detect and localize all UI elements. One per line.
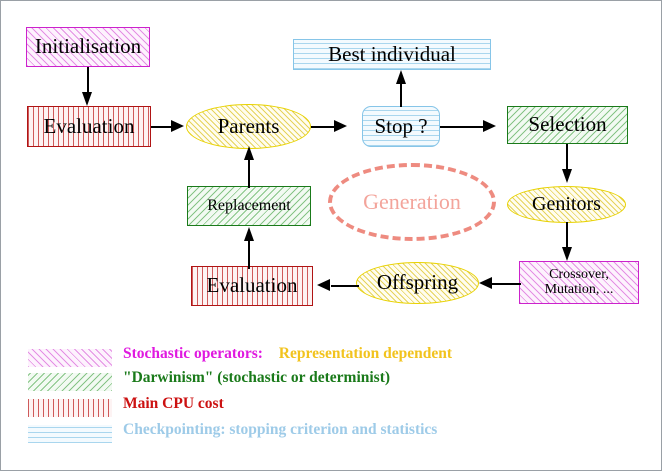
edge-replacement-to-parents-line <box>248 158 250 188</box>
edge-genitors-to-crossover-arrow <box>562 247 572 261</box>
edge-eval-to-replacement-arrow <box>244 227 254 241</box>
legend-label-checkpointing: Checkpointing: stopping criterion and st… <box>123 421 438 438</box>
node-stop-label: Stop ? <box>374 113 428 138</box>
node-best-individual[interactable]: Best individual <box>293 39 491 70</box>
edge-init-to-eval-line <box>87 67 89 94</box>
node-initialisation[interactable]: Initialisation <box>26 27 150 67</box>
edge-eval-to-replacement-line <box>248 239 250 269</box>
node-crossover-line1: Crossover, <box>549 267 609 283</box>
node-best-individual-label: Best individual <box>328 41 456 66</box>
node-genitors-label: Genitors <box>532 193 601 216</box>
node-evaluation-bottom-label: Evaluation <box>206 273 298 298</box>
edge-crossover-to-offspring-line <box>491 283 521 285</box>
edge-genitors-to-crossover-line <box>566 222 568 250</box>
legend-label-main-cpu-cost: Main CPU cost <box>123 395 224 412</box>
edge-replacement-to-parents-arrow <box>244 146 254 160</box>
edge-stop-to-best-line <box>400 83 402 107</box>
node-parents[interactable]: Parents <box>186 104 311 149</box>
node-generation: Generation <box>328 163 496 241</box>
legend-row-stochastic-operators: Stochastic operators: Representation dep… <box>123 345 452 363</box>
edge-parents-to-stop-line <box>311 126 336 128</box>
edge-eval-to-parents-arrow <box>171 120 184 132</box>
legend-swatch-darwinism <box>28 373 112 391</box>
edge-stop-to-selection-arrow <box>483 120 496 132</box>
node-generation-label: Generation <box>363 188 461 214</box>
legend-label-darwinism: "Darwinism" (stochastic or determinist) <box>123 369 391 386</box>
edge-init-to-eval-arrow <box>82 92 92 106</box>
legend-swatch-checkpointing <box>28 425 112 443</box>
node-evaluation-bottom[interactable]: Evaluation <box>191 266 313 306</box>
edge-eval-to-parents-line <box>151 126 173 128</box>
edge-parents-to-stop-arrow <box>334 120 347 132</box>
edge-selection-to-genitors-line <box>566 144 568 172</box>
node-selection-label: Selection <box>528 112 607 137</box>
edge-selection-to-genitors-arrow <box>562 169 572 183</box>
node-replacement[interactable]: Replacement <box>187 186 311 226</box>
node-offspring[interactable]: Offspring <box>356 262 479 304</box>
node-crossover-line2: Mutation, ... <box>544 281 614 297</box>
edge-stop-to-best-arrow <box>396 70 406 84</box>
node-stop[interactable]: Stop ? <box>362 106 440 147</box>
node-evaluation-top-label: Evaluation <box>43 113 135 138</box>
node-replacement-label: Replacement <box>207 196 291 214</box>
edge-offspring-to-eval-arrow <box>317 279 330 291</box>
legend-swatch-stochastic-operators <box>28 349 112 367</box>
node-initialisation-label: Initialisation <box>34 34 142 59</box>
node-evaluation-top[interactable]: Evaluation <box>27 106 151 147</box>
legend-label-representation-dependent: Representation dependent <box>278 345 453 362</box>
node-genitors[interactable]: Genitors <box>507 186 626 223</box>
legend-swatch-main-cpu-cost <box>28 399 112 417</box>
node-parents-label: Parents <box>217 113 280 138</box>
node-crossover-mutation[interactable]: Crossover, Mutation, ... <box>519 261 639 304</box>
node-selection[interactable]: Selection <box>507 106 628 144</box>
edge-offspring-to-eval-line <box>331 285 359 287</box>
node-offspring-label: Offspring <box>376 270 459 295</box>
legend-label-stochastic-operators: Stochastic operators: <box>123 345 263 362</box>
edge-stop-to-selection-line <box>440 126 485 128</box>
edge-crossover-to-offspring-arrow <box>479 277 492 289</box>
